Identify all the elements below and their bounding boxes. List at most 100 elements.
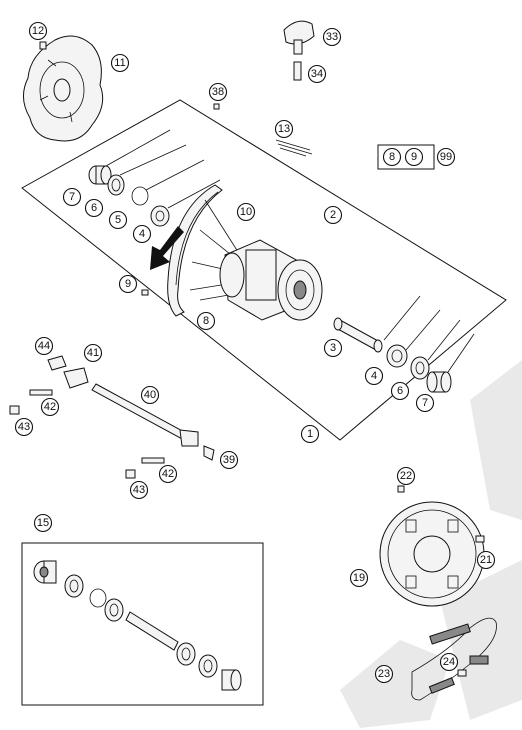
svg-text:13: 13	[278, 123, 290, 135]
callout-19: 19	[349, 568, 369, 588]
svg-text:41: 41	[87, 347, 99, 359]
svg-text:4: 4	[139, 228, 145, 240]
svg-text:15: 15	[37, 517, 49, 529]
callout-6: 6	[84, 198, 104, 218]
callout-2: 2	[323, 205, 343, 225]
callout-11: 11	[110, 53, 130, 73]
callout-23: 23	[374, 664, 394, 684]
svg-text:33: 33	[326, 31, 338, 43]
adjuster-bolt-right	[141, 457, 165, 464]
callout-34: 34	[307, 64, 327, 84]
svg-text:44: 44	[38, 340, 50, 352]
brake-disc	[23, 35, 104, 142]
sprocket-nut	[397, 485, 405, 493]
svg-text:12: 12	[32, 25, 44, 37]
svg-text:42: 42	[162, 468, 174, 480]
rim	[167, 184, 223, 317]
callout-3: 3	[323, 338, 343, 358]
svg-text:40: 40	[144, 389, 156, 401]
callout-39: 39	[219, 450, 239, 470]
watermark	[340, 360, 522, 728]
bearing-2	[176, 642, 196, 666]
assembly-15-frame	[21, 542, 264, 706]
svg-text:6: 6	[397, 385, 403, 397]
kit-99-box	[377, 144, 435, 170]
nipple-nut	[213, 103, 220, 110]
svg-text:8: 8	[203, 315, 209, 327]
callout-8: 8	[196, 311, 216, 331]
callout-8-kit: 8	[382, 147, 402, 167]
svg-text:7: 7	[422, 397, 428, 409]
callout-42: 42	[158, 464, 178, 484]
svg-text:34: 34	[311, 68, 323, 80]
callout-9: 9	[118, 274, 138, 294]
callout-33: 33	[322, 27, 342, 47]
svg-text:8: 8	[389, 151, 395, 163]
sleeve-2	[221, 669, 242, 691]
callout-9-kit: 9	[404, 147, 424, 167]
callout-12: 12	[28, 21, 48, 41]
callout-38: 38	[208, 82, 228, 102]
svg-text:7: 7	[69, 191, 75, 203]
callout-40: 40	[140, 385, 160, 405]
hub-spacer-tube	[333, 317, 383, 353]
adjuster-nut-right	[125, 469, 136, 479]
needle-bearing	[104, 598, 124, 622]
bearing-right	[386, 344, 408, 368]
svg-text:23: 23	[378, 668, 390, 680]
seal-2	[198, 654, 218, 678]
svg-text:11: 11	[114, 57, 125, 69]
svg-text:9: 9	[411, 151, 417, 163]
svg-text:43: 43	[18, 421, 30, 433]
direction-arrow-icon	[150, 226, 184, 270]
master-link	[457, 655, 489, 677]
callout-21: 21	[476, 550, 496, 570]
spacer-left	[88, 165, 112, 185]
valve	[293, 61, 302, 81]
svg-text:3: 3	[330, 342, 336, 354]
axle-nut	[47, 355, 67, 371]
callout-22: 22	[396, 466, 416, 486]
sprocket-bolt	[475, 535, 485, 543]
svg-text:4: 4	[371, 370, 377, 382]
axle	[91, 383, 199, 447]
chain	[411, 617, 497, 701]
callout-43: 43	[129, 480, 149, 500]
circlip	[131, 186, 149, 206]
bushing-tube	[125, 611, 179, 651]
svg-text:9: 9	[125, 278, 131, 290]
svg-text:10: 10	[240, 206, 252, 218]
svg-text:5: 5	[115, 214, 121, 226]
callout-43: 43	[14, 417, 34, 437]
spoke-nipple	[141, 289, 149, 296]
svg-text:24: 24	[443, 656, 455, 668]
seal-ring	[64, 574, 84, 598]
svg-text:1: 1	[307, 428, 313, 440]
bearing-left	[150, 205, 170, 227]
adjuster-nut-left	[9, 405, 20, 415]
axle-clamp-bolt	[203, 445, 215, 461]
callout-4: 4	[132, 224, 152, 244]
callout-4: 4	[364, 366, 384, 386]
svg-text:6: 6	[91, 202, 97, 214]
callout-7: 7	[62, 187, 82, 207]
svg-text:43: 43	[133, 484, 145, 496]
callout-7: 7	[415, 393, 435, 413]
callout-6: 6	[390, 381, 410, 401]
callout-99: 99	[436, 147, 456, 167]
hub-sleeve	[33, 560, 57, 584]
callout-5: 5	[108, 210, 128, 230]
callout-15: 15	[33, 513, 53, 533]
svg-text:42: 42	[44, 401, 56, 413]
callout-42: 42	[40, 397, 60, 417]
callout-1: 1	[300, 424, 320, 444]
spoke-set	[275, 139, 313, 157]
chain-adjuster	[63, 367, 89, 389]
svg-text:21: 21	[480, 554, 492, 566]
adjuster-bolt-left	[29, 389, 53, 396]
callout-41: 41	[83, 343, 103, 363]
svg-text:22: 22	[400, 470, 412, 482]
lock-ring	[89, 588, 107, 608]
hub	[219, 239, 323, 321]
